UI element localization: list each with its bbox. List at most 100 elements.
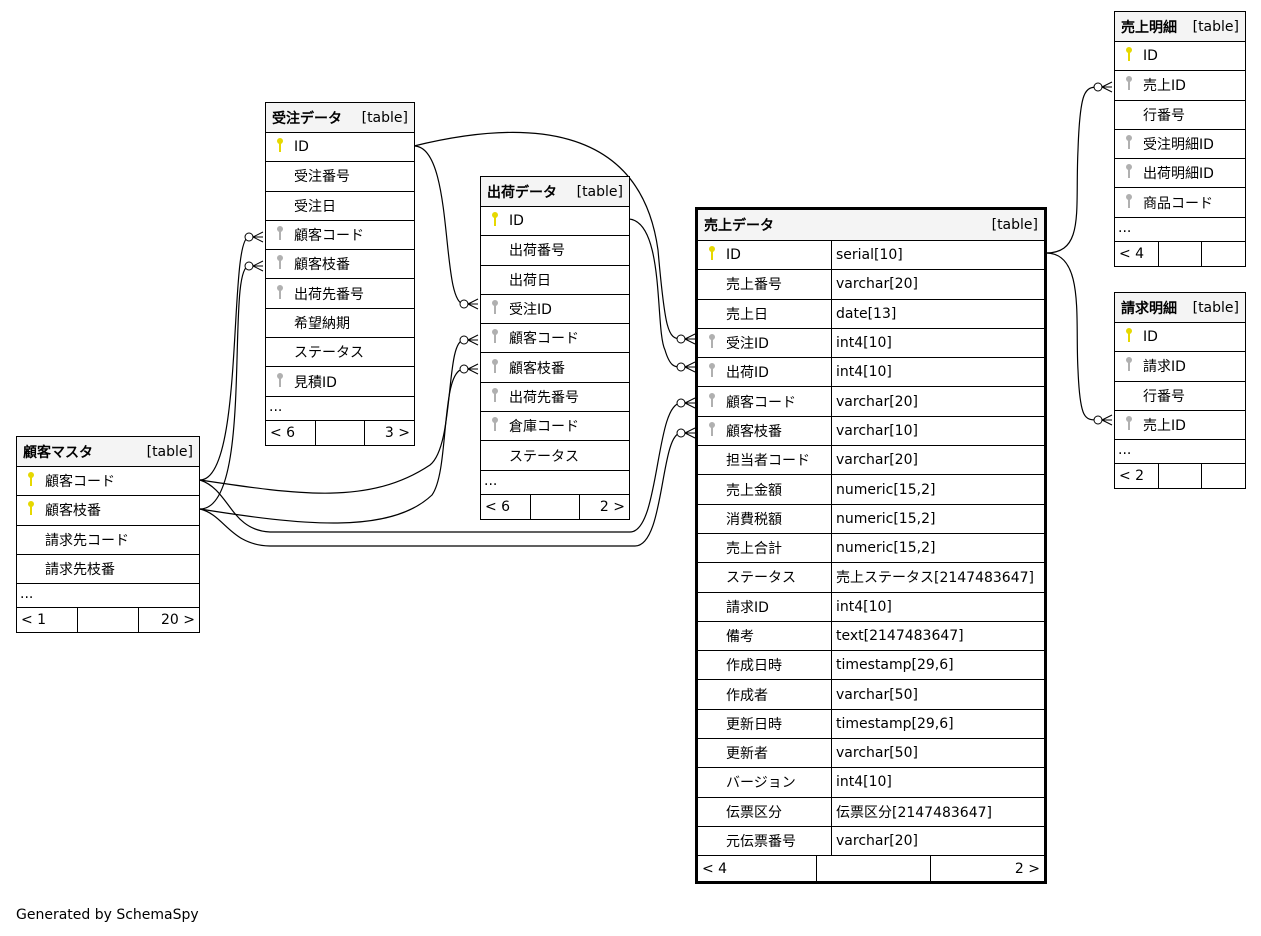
column-row[interactable]: 受注日 [266, 192, 414, 221]
column-row[interactable]: 顧客コード [266, 221, 414, 251]
column-row[interactable]: 請求先コード [17, 526, 199, 555]
columns-count[interactable] [1157, 241, 1202, 266]
column-row[interactable]: 売上ID [1115, 411, 1245, 441]
column-row[interactable]: 希望納期 [266, 309, 414, 339]
column-row[interactable]: 請求先枝番 [17, 555, 199, 585]
table-header[interactable]: 売上明細[table] [1115, 12, 1245, 42]
column-type: text[2147483647] [831, 621, 1044, 651]
columns-count[interactable] [77, 608, 138, 633]
column-row[interactable]: ステータス [266, 338, 414, 368]
column-row[interactable]: 商品コード [1115, 188, 1245, 218]
column-row[interactable]: ID [481, 207, 629, 237]
foreign-key-icon [481, 299, 509, 319]
columns-count[interactable] [1157, 464, 1202, 489]
table-juchu[interactable]: 受注データ[table]ID 受注番号受注日顧客コード顧客枝番出荷先番号希望納期ス… [265, 102, 415, 446]
column-name: 消費税額 [726, 511, 782, 528]
column-name: 担当者コード [726, 453, 810, 470]
foreign-key-icon [266, 254, 294, 274]
column-row[interactable]: 顧客枝番 [481, 353, 629, 383]
column-name: 顧客コード [726, 394, 796, 411]
column-row[interactable]: 受注ID [481, 295, 629, 325]
column-row[interactable]: 顧客枝番 [266, 250, 414, 280]
table-header[interactable]: 受注データ[table] [266, 103, 414, 133]
edge-kokyaku-uriage-eda [199, 432, 682, 547]
column-row[interactable]: ステータス [481, 441, 629, 471]
parents-count[interactable]: < 4 [702, 860, 728, 877]
column-row[interactable]: ID [1115, 323, 1245, 353]
column-name: バージョン [726, 775, 796, 792]
column-row[interactable]: 伝票区分伝票区分[2147483647] [698, 797, 1044, 827]
foreign-key-icon [266, 225, 294, 245]
children-count[interactable]: 2 > [930, 856, 1044, 882]
columns-count[interactable] [529, 494, 580, 519]
columns-count[interactable] [314, 420, 365, 445]
table-name: 売上データ [704, 218, 774, 234]
column-row[interactable]: 顧客枝番 [17, 496, 199, 526]
column-row[interactable]: ステータス売上ステータス[2147483647] [698, 563, 1044, 593]
column-row[interactable]: 受注明細ID [1115, 130, 1245, 160]
column-row[interactable]: 出荷先番号 [266, 279, 414, 309]
column-row[interactable]: 出荷先番号 [481, 383, 629, 413]
children-count[interactable] [1201, 464, 1245, 489]
foreign-key-icon [1115, 193, 1143, 213]
column-name: 見積ID [294, 374, 337, 391]
parents-count[interactable]: < 6 [485, 498, 511, 515]
parents-count[interactable]: < 1 [21, 612, 47, 629]
column-row[interactable]: ID [1115, 42, 1245, 72]
parents-count[interactable]: < 4 [1119, 245, 1145, 262]
column-name: 受注番号 [294, 169, 350, 186]
column-row[interactable]: 行番号 [1115, 382, 1245, 411]
column-name: 請求ID [1143, 359, 1186, 376]
column-row[interactable]: 出荷番号 [481, 236, 629, 266]
column-row[interactable]: 出荷明細ID [1115, 159, 1245, 189]
column-row[interactable]: 請求ID [1115, 352, 1245, 382]
children-count[interactable]: 20 > [138, 608, 199, 633]
column-row[interactable]: 顧客コード [17, 467, 199, 497]
many-optional-marker [676, 361, 696, 373]
column-row[interactable]: 倉庫コード [481, 412, 629, 442]
column-row[interactable]: 出荷日 [481, 266, 629, 295]
table-header[interactable]: 出荷データ[table] [481, 177, 629, 207]
column-row[interactable]: 売上ID [1115, 71, 1245, 101]
children-count[interactable]: 2 > [579, 494, 629, 519]
children-count[interactable] [1201, 241, 1245, 266]
table-header[interactable]: 売上データ[table] [698, 210, 1044, 241]
columns-count[interactable] [816, 856, 930, 882]
many-optional-marker [1093, 81, 1113, 93]
column-row[interactable]: 行番号 [1115, 101, 1245, 130]
column-row[interactable]: ID [266, 133, 414, 163]
parents-count[interactable]: < 2 [1119, 468, 1145, 485]
many-optional-marker [244, 260, 264, 272]
column-row[interactable]: 受注番号 [266, 162, 414, 192]
table-header[interactable]: 請求明細[table] [1115, 293, 1245, 323]
children-count[interactable]: 3 > [364, 420, 414, 445]
table-header[interactable]: 顧客マスタ[table] [17, 437, 199, 467]
column-row[interactable]: 顧客コード [481, 324, 629, 354]
parents-count[interactable]: < 6 [270, 424, 296, 441]
column-row[interactable]: 見積ID [266, 367, 414, 397]
